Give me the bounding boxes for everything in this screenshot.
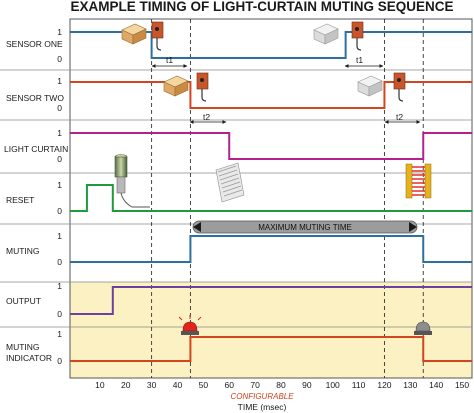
x-axis-ticks: 10 20 30 40 50 60 70 80 90 100 110 120 130 140 150 — [95, 380, 469, 390]
x-tick-label: 60 — [224, 380, 234, 390]
label-muting-indicator-line1: MUTING — [6, 342, 40, 352]
level-low: 0 — [57, 309, 62, 319]
muting-wave — [70, 235, 472, 263]
x-tick-label: 130 — [403, 380, 417, 390]
x-tick-label: 140 — [429, 380, 443, 390]
label-muting: MUTING — [6, 246, 40, 256]
level-high: 1 — [57, 27, 62, 37]
level-low: 0 — [57, 206, 62, 216]
label-output: OUTPUT — [6, 296, 41, 306]
label-muting-indicator-line2: INDICATOR — [6, 353, 52, 363]
level-high: 1 — [57, 128, 62, 138]
photo-sensor-icon — [351, 21, 364, 51]
x-tick-label: 30 — [147, 380, 157, 390]
level-marks: 1 0 1 0 1 0 1 0 1 0 1 0 1 0 — [57, 27, 62, 366]
max-muting-right-arrow — [409, 222, 417, 232]
level-low: 0 — [57, 356, 62, 366]
x-tick-label: 50 — [199, 380, 209, 390]
light-curtain-icon — [405, 163, 432, 199]
muting-indicator-wave — [70, 336, 472, 362]
package-icon — [357, 75, 383, 97]
level-high: 1 — [57, 329, 62, 339]
level-low: 0 — [57, 154, 62, 164]
sensor-two-wave — [70, 81, 472, 109]
photo-sensor-icon — [151, 21, 164, 51]
max-muting-label: MAXIMUM MUTING TIME — [258, 223, 352, 232]
max-muting-left-arrow — [193, 222, 201, 232]
t1-second-label: t1 — [356, 55, 363, 65]
package-icon — [121, 23, 147, 45]
max-muting-bar: MAXIMUM MUTING TIME — [192, 220, 418, 234]
label-sensor-two: SENSOR TWO — [6, 93, 64, 103]
level-high: 1 — [57, 76, 62, 86]
configurable-label: CONFIGURABLE — [230, 392, 294, 401]
beacon-off-icon — [414, 321, 432, 335]
output-wave — [70, 286, 472, 315]
t2-second-label: t2 — [396, 112, 403, 122]
light-curtain-wave — [70, 132, 472, 160]
proximity-switch-icon — [114, 154, 150, 208]
photo-sensor-icon — [196, 72, 209, 102]
x-tick-label: 150 — [455, 380, 469, 390]
reset-wave — [70, 184, 472, 212]
label-light-curtain: LIGHT CURTAIN — [4, 144, 68, 154]
timing-annotations — [151, 64, 421, 124]
level-low: 0 — [57, 103, 62, 113]
x-tick-label: 100 — [326, 380, 340, 390]
x-tick-label: 20 — [121, 380, 131, 390]
light-curtain-icon — [215, 162, 245, 203]
x-tick-label: 90 — [302, 380, 312, 390]
level-high: 1 — [57, 231, 62, 241]
x-tick-label: 80 — [276, 380, 286, 390]
level-high: 1 — [57, 180, 62, 190]
signal-labels: SENSOR ONE SENSOR TWO LIGHT CURTAIN RESE… — [4, 39, 68, 363]
package-icon — [313, 23, 339, 45]
package-icon — [163, 75, 189, 97]
beacon-on-icon — [178, 315, 202, 335]
shaded-output-band — [70, 282, 472, 378]
level-high: 1 — [57, 281, 62, 291]
photo-sensor-icon — [393, 72, 406, 102]
x-tick-label: 40 — [173, 380, 183, 390]
level-low: 0 — [57, 257, 62, 267]
time-markers — [151, 19, 424, 378]
x-tick-label: 120 — [377, 380, 391, 390]
x-axis-label: TIME (msec) — [238, 402, 287, 412]
x-tick-label: 70 — [250, 380, 260, 390]
diagram-title: EXAMPLE TIMING OF LIGHT-CURTAIN MUTING S… — [71, 0, 454, 14]
label-sensor-one: SENSOR ONE — [6, 39, 63, 49]
plot-frame — [69, 18, 473, 379]
level-low: 0 — [57, 54, 62, 64]
t1-first-label: t1 — [166, 55, 173, 65]
x-tick-label: 110 — [352, 380, 366, 390]
t2-first-label: t2 — [203, 112, 210, 122]
x-tick-label: 10 — [95, 380, 105, 390]
label-reset: RESET — [6, 195, 34, 205]
